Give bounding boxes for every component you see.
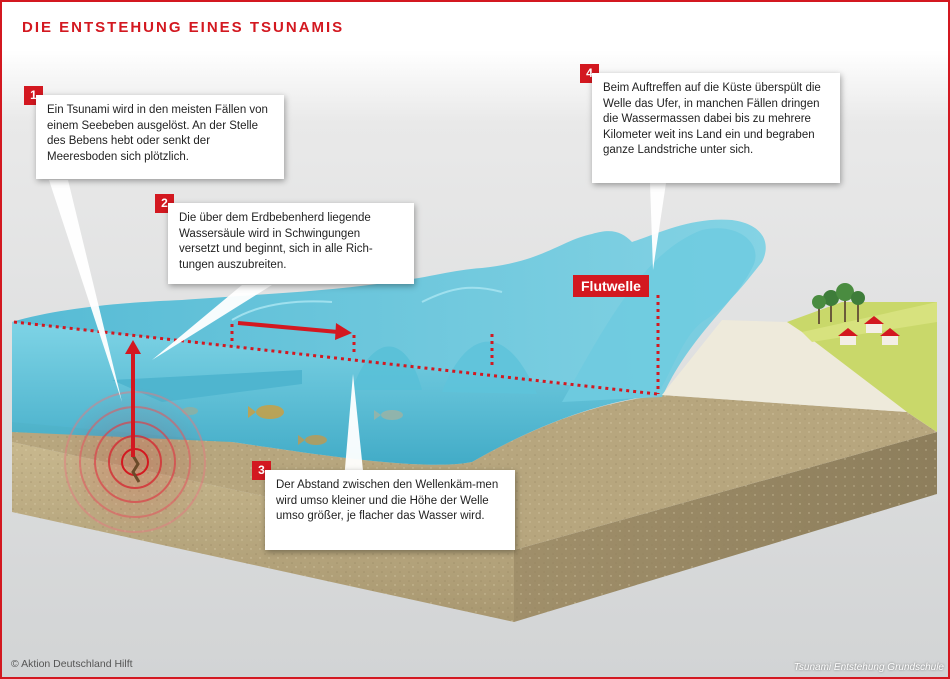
houses [838,316,900,345]
callout-text-2: Die über dem Erdbebenherd liegende Wasse… [179,212,373,271]
sea-level-dotted-lines [13,295,660,396]
callout-step-2: Die über dem Erdbebenherd liegende Wasse… [168,203,414,284]
page-title: DIE ENTSTEHUNG EINES TSUNAMIS [22,19,345,36]
callout-text-1: Ein Tsunami wird in den meisten Fällen v… [47,104,268,163]
fish-group [182,405,403,445]
copyright-credit: © Aktion Deutschland Hilft [11,658,133,670]
callout-step-1: Ein Tsunami wird in den meisten Fällen v… [36,95,284,179]
uplift-arrow [125,340,141,457]
wave-crest-2 [442,341,537,394]
propagation-arrow [237,321,352,340]
watermark: Tsunami Entstehung Grundschule [793,662,944,673]
callout-step-4: Beim Auftreffen auf die Küste überspült … [592,73,840,183]
beach [662,320,937,432]
trees [812,283,865,324]
callout-step-3: Der Abstand zwischen den Wellenkäm-men w… [265,470,515,550]
callout-text-4: Beim Auftreffen auf die Küste überspült … [603,82,821,156]
callout-pointers [49,180,666,480]
wave-crest-1 [352,346,422,390]
flood-wave-label: Flutwelle [573,275,649,297]
water-surface [12,219,766,395]
callout-text-3: Der Abstand zwischen den Wellenkäm-men w… [276,479,499,522]
flood-wave [562,228,756,402]
